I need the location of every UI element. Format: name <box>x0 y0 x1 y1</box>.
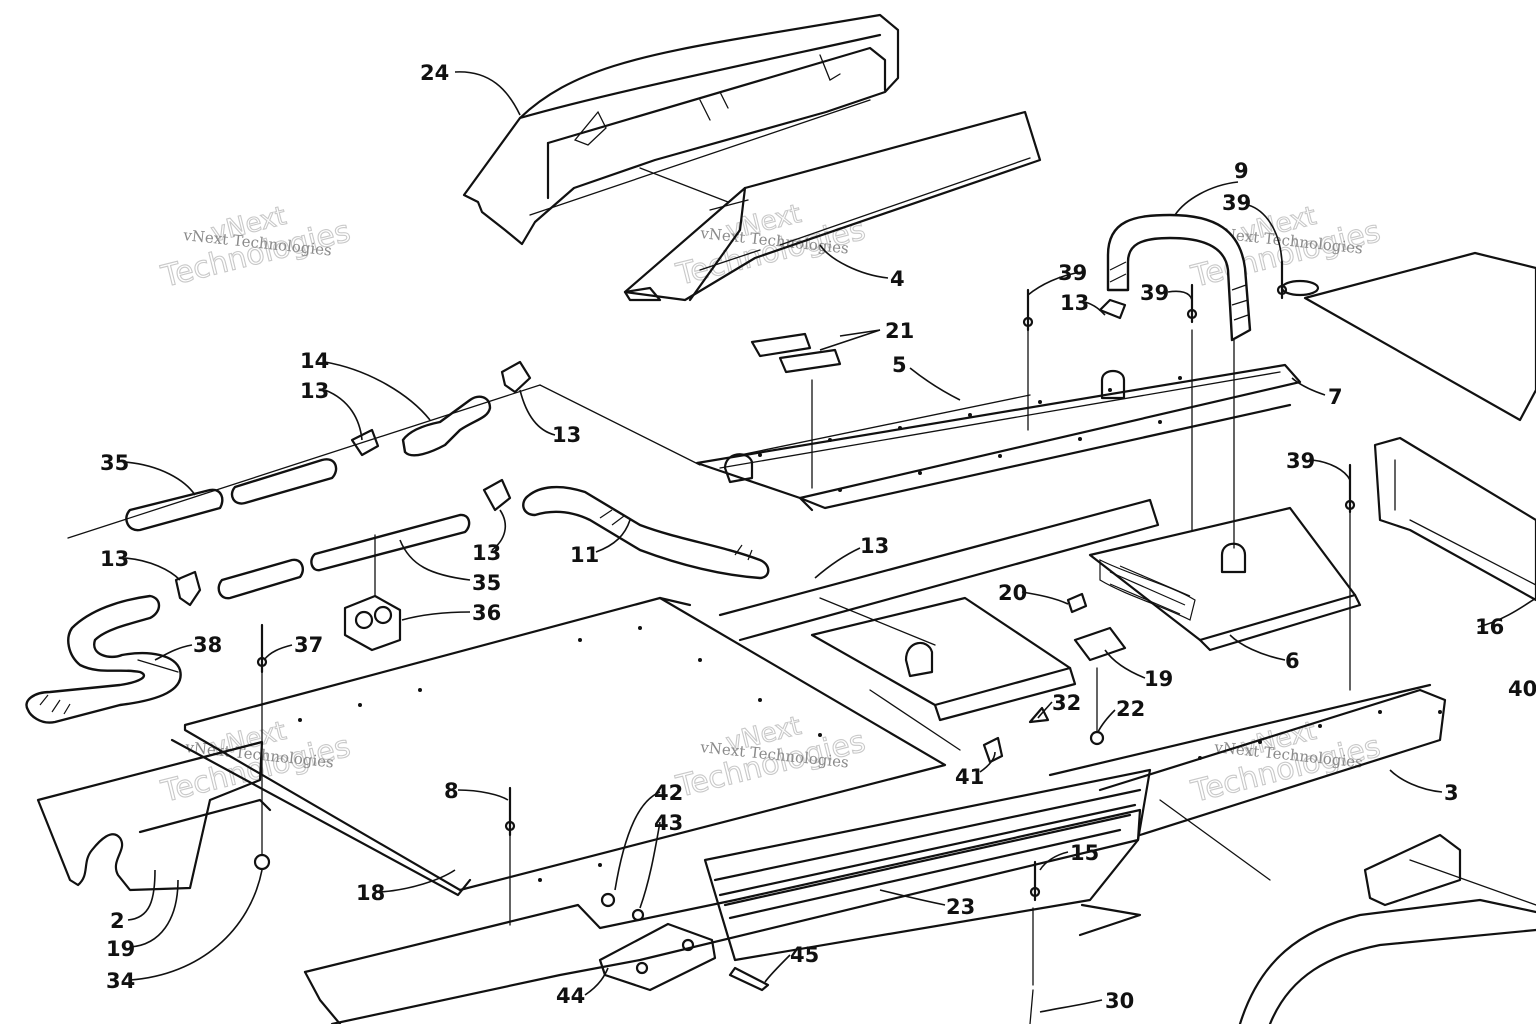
callout-4: 4 <box>890 267 905 291</box>
callout-8: 8 <box>444 779 459 803</box>
callout-39: 39 <box>1058 261 1087 285</box>
callout-13: 13 <box>472 541 501 565</box>
callout-13: 13 <box>100 547 129 571</box>
callout-32: 32 <box>1052 691 1081 715</box>
leader-lines <box>124 71 1536 1013</box>
part-24-cover <box>462 13 900 246</box>
callout-39: 39 <box>1286 449 1315 473</box>
callout-7: 7 <box>1328 385 1343 409</box>
callout-19: 19 <box>1144 667 1173 691</box>
callout-23: 23 <box>946 895 975 919</box>
callout-34: 34 <box>106 969 135 993</box>
callout-13: 13 <box>1060 291 1089 315</box>
callout-35: 35 <box>100 451 129 475</box>
callout-40: 40 <box>1508 677 1536 701</box>
callout-20: 20 <box>998 581 1027 605</box>
part-5-plate <box>695 363 1302 512</box>
callout-39: 39 <box>1140 281 1169 305</box>
callout-13: 13 <box>300 379 329 403</box>
fasteners <box>253 260 1356 1024</box>
callout-13: 13 <box>552 423 581 447</box>
part-4-channel <box>623 110 1042 302</box>
callout-5: 5 <box>892 353 907 377</box>
part-21-pads <box>750 332 842 374</box>
callout-13: 13 <box>860 534 889 558</box>
callout-30: 30 <box>1105 989 1134 1013</box>
callout-15: 15 <box>1070 841 1099 865</box>
callout-21: 21 <box>885 319 914 343</box>
callout-24: 24 <box>420 61 449 85</box>
callout-22: 22 <box>1116 697 1145 721</box>
callout-41: 41 <box>955 765 984 789</box>
callout-6: 6 <box>1285 649 1300 673</box>
hose-set-left <box>25 360 770 724</box>
callout-18: 18 <box>356 881 385 905</box>
callout-16: 16 <box>1475 615 1504 639</box>
callout-37: 37 <box>294 633 323 657</box>
callout-14: 14 <box>300 349 329 373</box>
callout-11: 11 <box>570 543 599 567</box>
callout-19: 19 <box>106 937 135 961</box>
callout-9: 9 <box>1234 159 1249 183</box>
callout-43: 43 <box>654 811 683 835</box>
chassis-lower <box>36 436 1536 1024</box>
callout-2: 2 <box>110 909 125 933</box>
callout-45: 45 <box>790 943 819 967</box>
callout-42: 42 <box>654 781 683 805</box>
callout-38: 38 <box>193 633 222 657</box>
callout-labels: 24 4 9 39 39 39 39 13 21 5 7 14 13 13 35… <box>100 61 1536 1013</box>
right-top-plate <box>1280 251 1536 422</box>
callout-3: 3 <box>1444 781 1459 805</box>
callout-39: 39 <box>1222 191 1251 215</box>
callout-44: 44 <box>556 984 585 1008</box>
callout-36: 36 <box>472 601 501 625</box>
assembly-lines <box>67 329 1536 926</box>
part-9-u-hose <box>1098 213 1252 574</box>
callout-35: 35 <box>472 571 501 595</box>
